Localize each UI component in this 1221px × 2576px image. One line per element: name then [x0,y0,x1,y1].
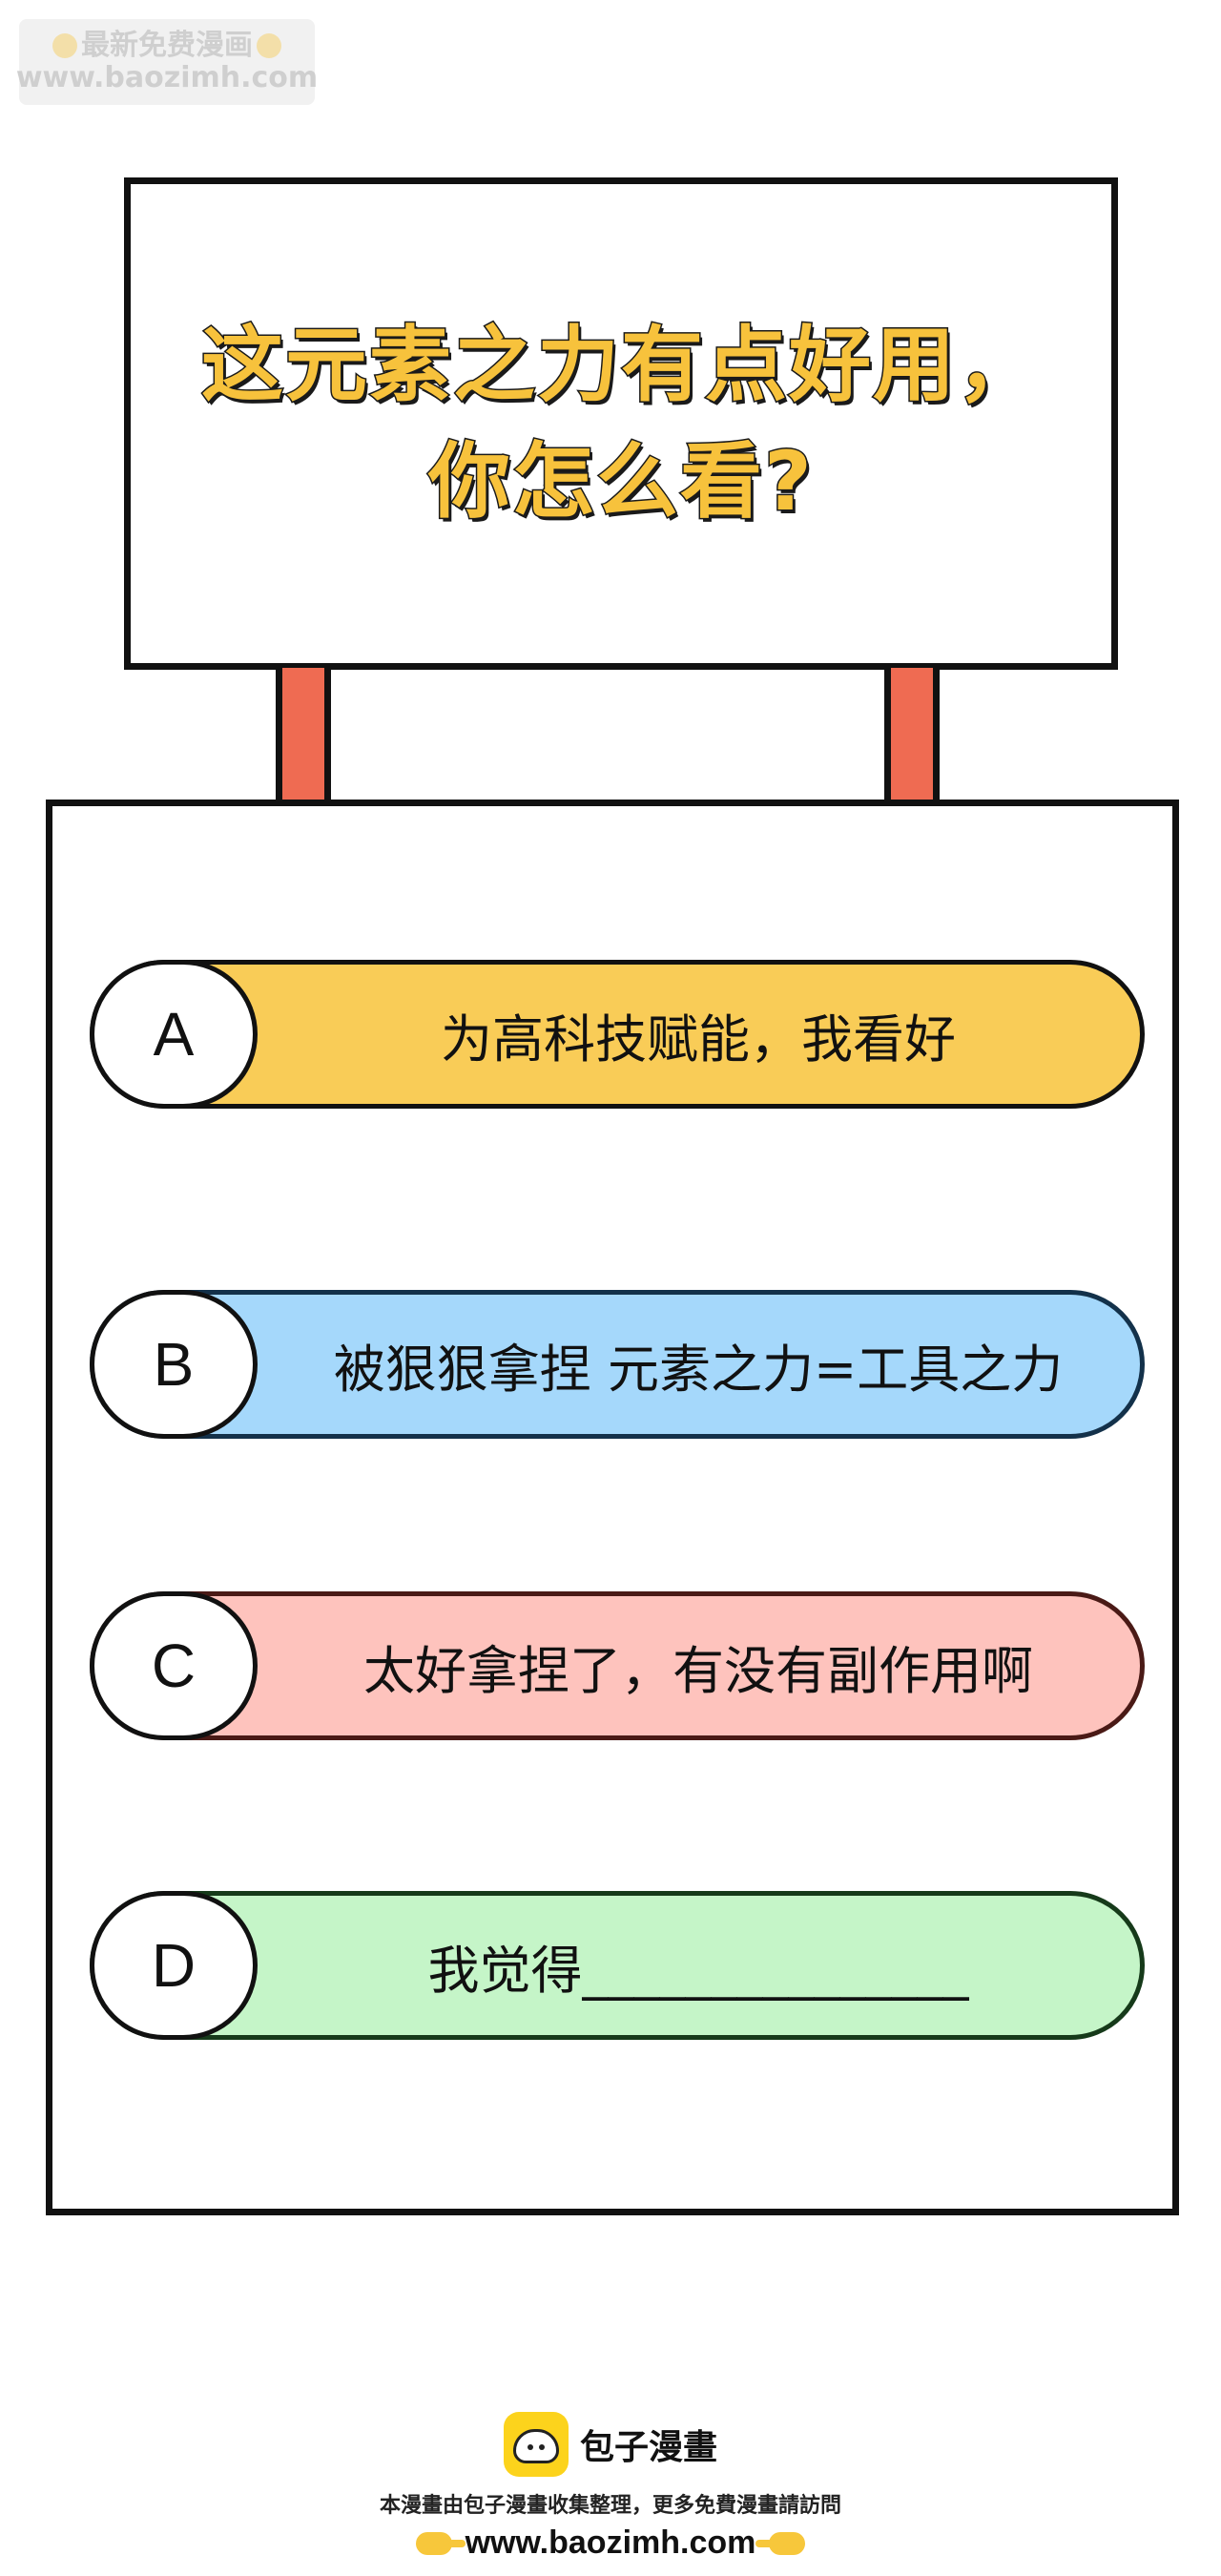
watermark-text: 最新免费漫画 [81,28,253,62]
pointing-down-hand-icon [257,32,281,58]
footer: 包子漫畫 本漫畫由包子漫畫收集整理，更多免費漫畫請訪問 www.baozimh.… [0,2410,1221,2562]
option-b[interactable]: B 被狠狠拿捏 元素之力=工具之力 [90,1290,1145,1439]
option-letter: A [90,960,258,1109]
pointing-left-hand-icon [755,2531,806,2555]
option-letter: D [90,1891,258,2040]
watermark-url: www.baozimh.com [15,61,319,94]
option-d[interactable]: D 我觉得_______________ [90,1891,1145,2040]
option-text: 被狠狠拿捏 元素之力=工具之力 [333,1339,1064,1400]
footer-url-row[interactable]: www.baozimh.com [415,2524,806,2562]
option-text: 我觉得_______________ [427,1940,969,2001]
sign-post-left [276,668,331,803]
option-text: 为高科技赋能，我看好 [441,1008,956,1070]
footer-note: 本漫畫由包子漫畫收集整理，更多免費漫畫請訪問 [379,2494,841,2518]
option-text: 太好拿捏了，有没有副作用啊 [363,1640,1033,1701]
question-title-line2: 你怎么看? [427,433,814,531]
pointing-down-hand-icon [52,32,77,58]
sign-post-right [884,668,940,803]
option-letter: C [90,1591,258,1740]
option-a[interactable]: A 为高科技赋能，我看好 [90,960,1145,1109]
brand-name: 包子漫畫 [579,2428,717,2467]
brand[interactable]: 包子漫畫 [503,2410,717,2479]
pointing-right-hand-icon [415,2531,466,2555]
question-sign: 这元素之力有点好用， 你怎么看? [124,177,1118,670]
question-title-line1: 这元素之力有点好用， [200,317,1041,415]
footer-url[interactable]: www.baozimh.com [465,2524,756,2561]
option-letter: B [90,1290,258,1439]
option-c[interactable]: C 太好拿捏了，有没有副作用啊 [90,1591,1145,1740]
baozi-logo-icon [503,2412,569,2477]
watermark-line1: 最新免费漫画 [52,28,281,63]
watermark: 最新免费漫画 www.baozimh.com [15,19,319,105]
